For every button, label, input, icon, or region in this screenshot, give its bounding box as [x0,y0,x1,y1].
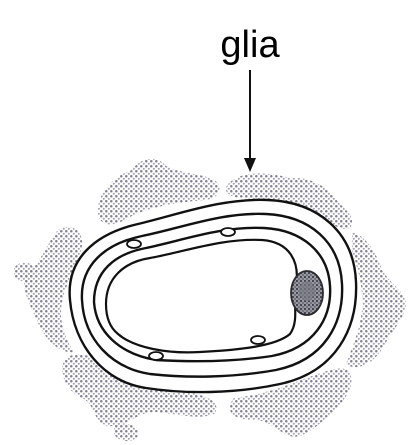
glia-arrow [244,70,256,172]
organelle-2 [221,228,235,236]
organelle-1 [127,240,141,248]
organelle-3 [251,336,265,344]
glia-process-bottom-tip [114,424,138,441]
glia-label: glia [220,24,280,66]
glial-nucleus [291,271,323,315]
organelle-4 [149,352,163,360]
